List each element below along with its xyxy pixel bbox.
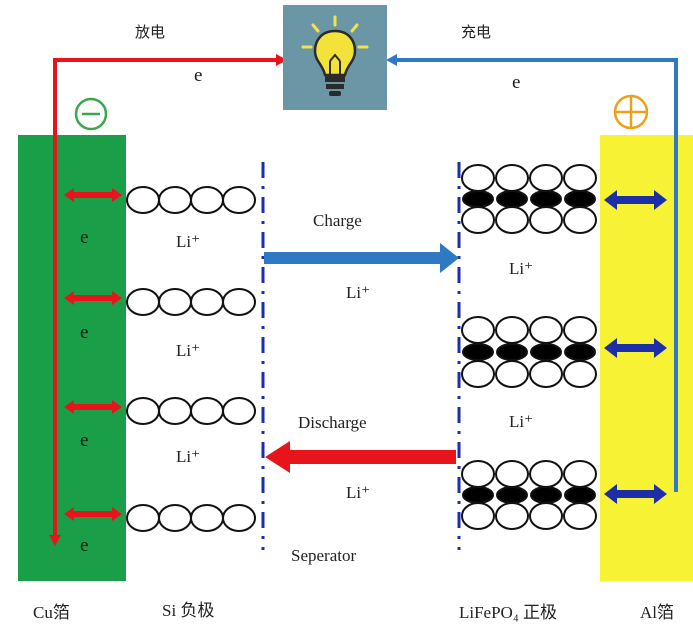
charge-label-en: Charge — [313, 211, 362, 230]
si-anode-particles — [126, 186, 256, 532]
electron-label-cu-1: e — [80, 227, 89, 248]
discharge-wire — [53, 58, 283, 542]
li-ion-label-anode-3: Li⁺ — [176, 447, 201, 466]
al-foil-label: Al箔 — [640, 603, 674, 622]
cathode-electron-arrows — [604, 190, 667, 504]
charge-arrow — [264, 243, 459, 273]
si-anode-label: Si 负极 — [162, 601, 215, 620]
li-ion-label-charge: Li⁺ — [346, 283, 371, 302]
discharge-label-en: Discharge — [298, 413, 367, 432]
electron-label-top-right: e — [512, 72, 521, 93]
li-ion-label-discharge: Li⁺ — [346, 483, 371, 502]
charge-wire-arrowhead — [386, 54, 397, 66]
discharge-wire-arrowhead — [276, 54, 287, 66]
li-ion-label-cathode-1: Li⁺ — [509, 259, 534, 278]
li-ion-label-cathode-2: Li⁺ — [509, 412, 534, 431]
electron-label-cu-3: e — [80, 430, 89, 451]
discharge-wire-down-arrowhead — [49, 535, 61, 546]
discharge-label-cn: 放电 — [135, 23, 166, 41]
lightbulb-icon — [301, 15, 369, 96]
electron-label-cu-4: e — [80, 535, 89, 556]
electron-label-cu-2: e — [80, 322, 89, 343]
li-ion-label-anode-2: Li⁺ — [176, 341, 201, 360]
anode-electron-arrows — [64, 188, 122, 521]
negative-terminal-icon — [74, 97, 108, 131]
positive-terminal-icon — [613, 94, 649, 130]
electron-label-top-left: e — [194, 65, 203, 86]
charge-label-cn: 充电 — [461, 23, 492, 41]
discharge-arrow — [265, 441, 456, 473]
separator-label: Seperator — [291, 546, 357, 565]
charge-wire — [392, 58, 678, 492]
cu-foil-label: Cu箔 — [33, 603, 70, 622]
lifepo4-cathode-particles — [461, 164, 597, 530]
li-ion-label-anode-1: Li⁺ — [176, 232, 201, 251]
cu-current-collector — [18, 135, 126, 581]
lifepo4-cathode-label: LiFePO₄ 正极 — [459, 603, 558, 622]
lightbulb-box — [283, 5, 387, 110]
